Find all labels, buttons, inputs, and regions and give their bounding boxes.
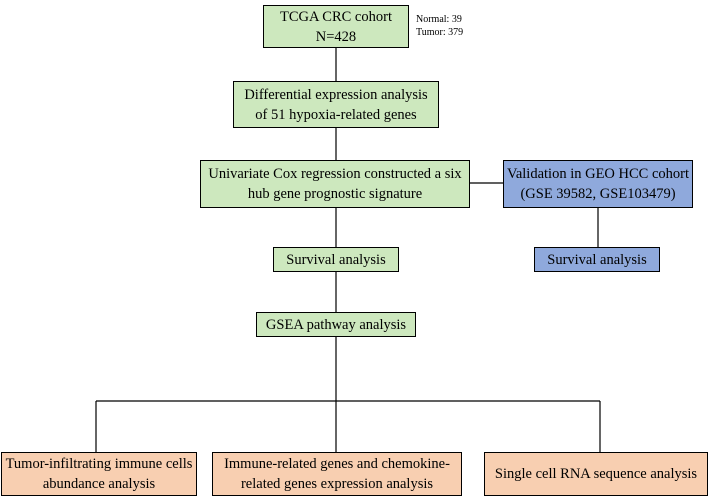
cohort-counts-note: Normal: 39 Tumor: 379 (416, 14, 464, 38)
tumor-infiltrating-box: Tumor-infiltrating immune cells abundanc… (1, 452, 197, 496)
immune-genes-box: Immune-related genes and chemokine- rela… (212, 452, 462, 496)
tcga-cohort-box: TCGA CRC cohort N=428 (263, 5, 409, 48)
differential-expression-box: Differential expression analysis of 51 h… (233, 81, 439, 128)
single-cell-box: Single cell RNA sequence analysis (484, 452, 708, 496)
gsea-pathway-box: GSEA pathway analysis (256, 312, 416, 337)
cox-regression-box: Univariate Cox regression constructed a … (200, 160, 470, 208)
survival-analysis-box: Survival analysis (273, 247, 399, 272)
validation-survival-analysis-box: Survival analysis (534, 247, 660, 272)
geo-validation-box: Validation in GEO HCC cohort (GSE 39582,… (503, 160, 693, 208)
